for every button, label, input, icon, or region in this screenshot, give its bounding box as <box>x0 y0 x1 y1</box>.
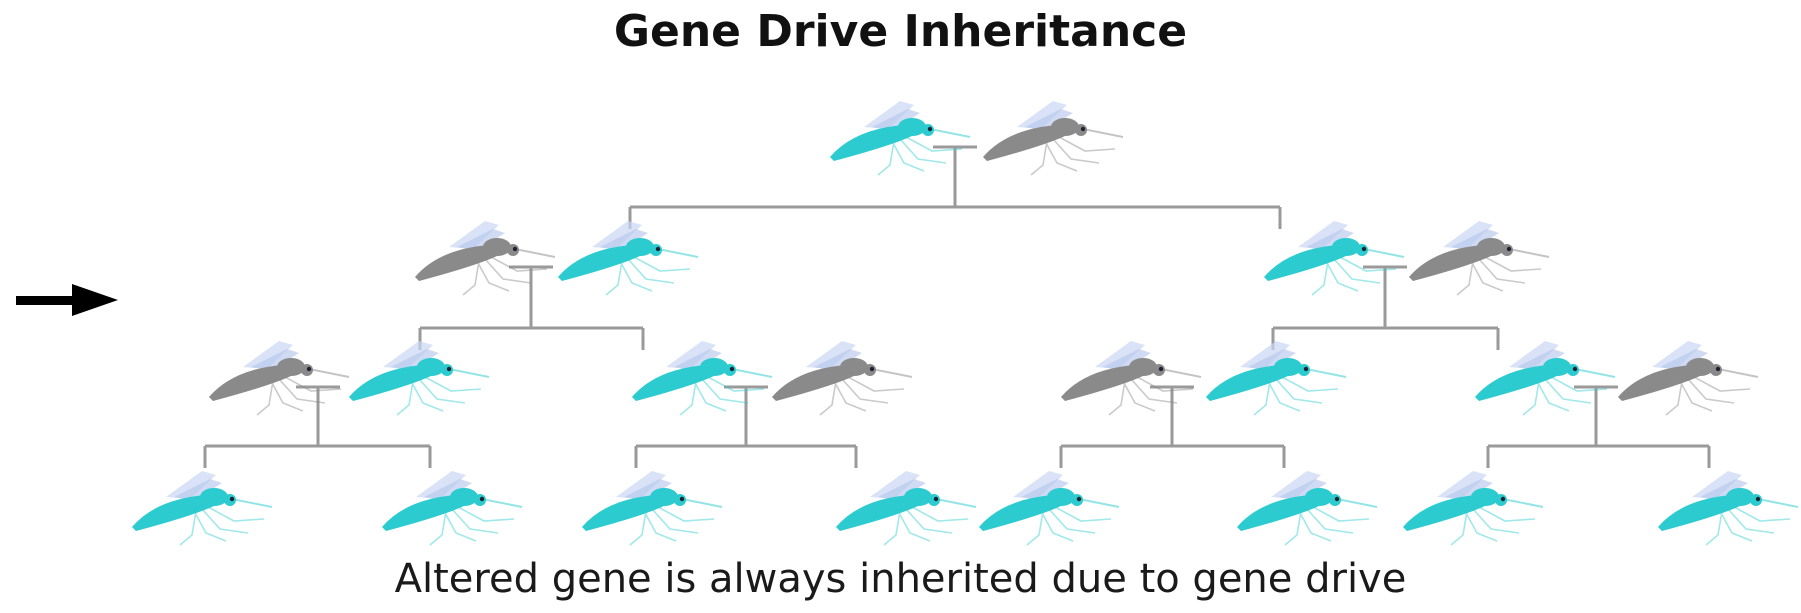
tree-connector-lines <box>203 145 1711 468</box>
altered-mosquito-icon <box>835 470 977 546</box>
altered-mosquito-icon <box>581 470 723 546</box>
altered-mosquito-icon <box>1205 340 1347 416</box>
diagram-caption: Altered gene is always inherited due to … <box>394 556 1407 602</box>
altered-mosquito-icon <box>557 220 699 296</box>
wildtype-mosquito-icon <box>982 100 1124 176</box>
wildtype-mosquito-icon <box>771 340 913 416</box>
altered-mosquito-icon <box>829 100 971 176</box>
altered-mosquito-icon <box>1657 470 1799 546</box>
wildtype-mosquito-icon <box>414 220 556 296</box>
mosquito-nodes <box>131 100 1799 546</box>
altered-mosquito-icon <box>1402 470 1544 546</box>
altered-mosquito-icon <box>631 340 773 416</box>
altered-mosquito-icon <box>131 470 273 546</box>
right-arrow-icon <box>16 284 118 316</box>
diagram-title: Gene Drive Inheritance <box>613 6 1188 57</box>
altered-mosquito-icon <box>381 470 523 546</box>
wildtype-mosquito-icon <box>208 340 350 416</box>
wildtype-mosquito-icon <box>1060 340 1202 416</box>
altered-mosquito-icon <box>1263 220 1405 296</box>
altered-mosquito-icon <box>1474 340 1616 416</box>
altered-mosquito-icon <box>978 470 1120 546</box>
altered-mosquito-icon <box>1236 470 1378 546</box>
wildtype-mosquito-icon <box>1408 220 1550 296</box>
wildtype-mosquito-icon <box>1617 340 1759 416</box>
altered-mosquito-icon <box>348 340 490 416</box>
